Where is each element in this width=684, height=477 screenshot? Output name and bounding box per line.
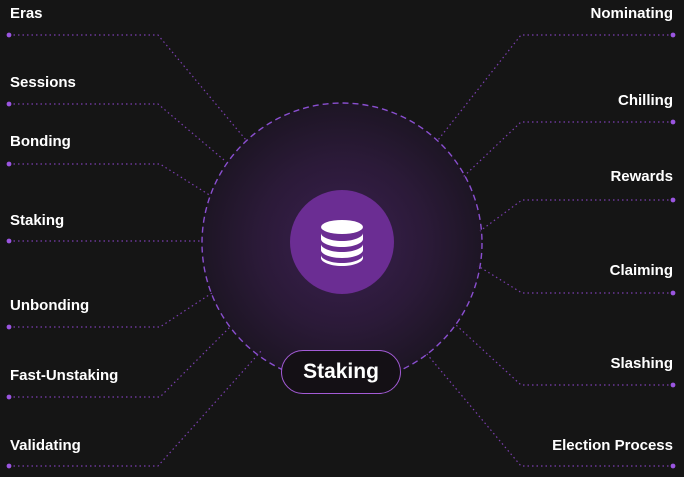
connector-chilling (461, 121, 673, 179)
dot-rewards (670, 197, 676, 203)
dot-slashing (670, 382, 676, 388)
topic-validating[interactable]: Validating (10, 437, 81, 454)
hub-icon-disc (290, 190, 394, 294)
dot-eras (6, 32, 12, 38)
dot-nominating (670, 32, 676, 38)
topic-sessions[interactable]: Sessions (10, 74, 76, 91)
connector-fast-unstaking (9, 326, 231, 398)
dot-sessions (6, 101, 12, 107)
topic-claiming[interactable]: Claiming (609, 262, 673, 279)
dot-election-process (670, 463, 676, 469)
dot-bonding (6, 161, 12, 167)
topic-chilling[interactable]: Chilling (618, 92, 673, 109)
dot-staking (6, 238, 12, 244)
topic-fast-unstaking[interactable]: Fast-Unstaking (10, 367, 119, 384)
connector-bonding (9, 163, 212, 197)
topic-eras[interactable]: Eras (10, 5, 43, 22)
dot-unbonding (6, 324, 12, 330)
dot-claiming (670, 290, 676, 296)
topic-staking[interactable]: Staking (10, 212, 65, 229)
topic-slashing[interactable]: Slashing (610, 355, 673, 372)
connector-unbonding (9, 292, 213, 328)
coin-stack-icon (321, 220, 363, 266)
dot-chilling (670, 119, 676, 125)
connector-nominating (437, 34, 673, 141)
topic-nominating[interactable]: Nominating (590, 5, 674, 22)
connector-eras (9, 34, 247, 141)
connector-election-process (425, 352, 673, 467)
connector-slashing (455, 324, 673, 386)
topic-bonding[interactable]: Bonding (10, 133, 71, 150)
connector-validating (9, 349, 263, 467)
topic-rewards[interactable]: Rewards (610, 168, 673, 185)
connector-rewards (479, 199, 673, 232)
dot-validating (6, 463, 12, 469)
topic-election-process[interactable]: Election Process (552, 437, 673, 454)
center-staking-badge[interactable]: Staking (281, 350, 401, 394)
topic-unbonding[interactable]: Unbonding (10, 297, 90, 314)
connector-sessions (9, 103, 225, 161)
connector-claiming (477, 265, 673, 294)
dot-fast-unstaking (6, 394, 12, 400)
